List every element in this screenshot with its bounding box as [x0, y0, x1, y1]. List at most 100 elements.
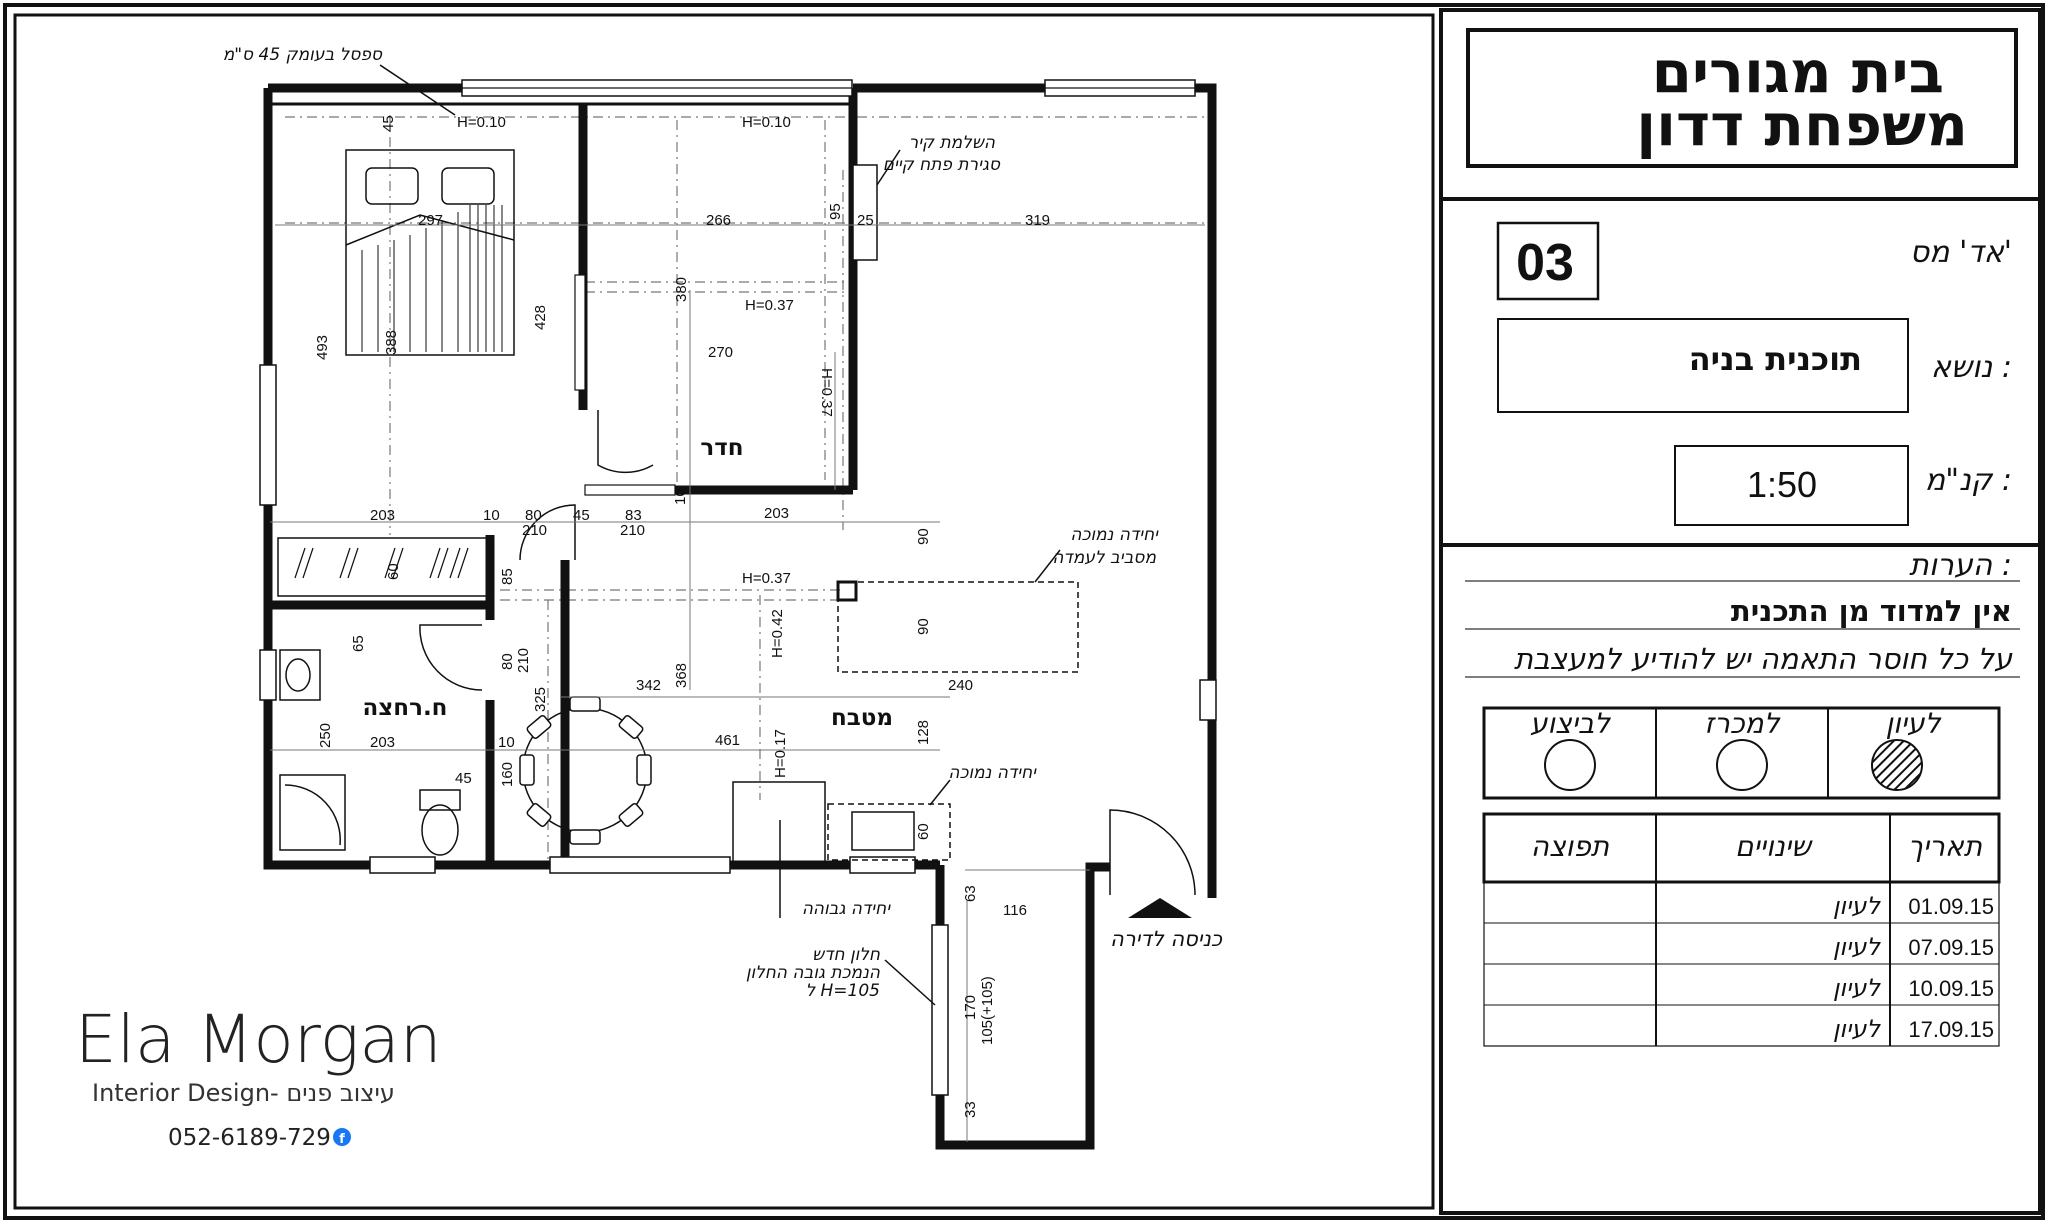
sheet-number-box [1496, 221, 1600, 301]
dimension-label: 270 [708, 344, 733, 361]
room-label-bathroom: ח.רחצה [362, 695, 447, 721]
bed [345, 149, 515, 356]
annotation-new-window-3: ל H=105 [805, 981, 880, 1001]
status-label-tender: למכרז [1704, 707, 1780, 740]
pillow [365, 167, 419, 205]
annotation-wall-completion-1: השלמת קיר [909, 133, 995, 153]
dimension-label: 388 [383, 330, 400, 355]
pillow [441, 167, 495, 205]
dimension-label: 319 [1025, 212, 1050, 229]
revision-change: לעיון [1833, 892, 1881, 920]
revisions-table: תאריך שינויים תפוצה 01.09.15 לעיון 07.09… [1482, 812, 2001, 1047]
window-kitchen [849, 856, 916, 874]
revision-change: לעיון [1833, 974, 1881, 1002]
window-bath-bottom [369, 856, 436, 874]
facebook-icon[interactable] [333, 1128, 351, 1146]
note-2: על כל חוסר התאמה יש להודיע למעצבת [1514, 642, 2013, 676]
status-execution-checkbox[interactable] [1544, 739, 1596, 791]
reference-lines [285, 115, 1205, 860]
dimension-label: 60 [385, 563, 402, 580]
logo-name: Ela Morgan [75, 1001, 442, 1078]
dimension-label: 63 [962, 885, 979, 902]
annotation-new-window-2: הנמכת גובה החלון [746, 963, 880, 983]
windows [259, 79, 1217, 1096]
toilet-tank [419, 789, 461, 811]
height-label: H=0.10 [742, 114, 791, 131]
status-table: לעיון למכרז לביצוע [1482, 706, 2001, 800]
annotations: ספסל בעומק 45 ס"מ השלמת קיר סגירת פתח קי… [223, 45, 1223, 1006]
dimension-label: 25 [857, 212, 874, 229]
height-labels: H=0.10 H=0.10 H=0.37 H=0.37 H=0.37 H=0.4… [457, 114, 835, 778]
dimension-lines [270, 224, 1205, 1142]
revision-date: 01.09.15 [1908, 894, 1994, 919]
title-block: בית מגורים משפחת דדון 03 אד' מס' תוכנית … [1465, 28, 2020, 1047]
height-label: H=0.37 [742, 570, 791, 587]
status-label-execution: לביצוע [1530, 707, 1611, 740]
dimension-label: 116 [1003, 902, 1027, 919]
dimension-label: 368 [673, 663, 690, 688]
dimension-label: 160 [499, 762, 516, 787]
dimension-label: 45 [455, 770, 472, 787]
dimension-label: 10 [498, 734, 515, 751]
annotation-new-window-1: חלון חדש [812, 945, 880, 965]
room-labels: חדר מטבח ח.רחצה [362, 435, 893, 731]
height-label: H=0.37 [818, 368, 835, 417]
height-label: H=0.10 [457, 114, 506, 131]
entrance-door-swing [1109, 809, 1196, 896]
facebook-icon-glyph: f [339, 1132, 345, 1147]
bedroom-door-swing [519, 504, 576, 561]
dimension-label: 10 [483, 507, 500, 524]
room-door-swing [597, 410, 654, 474]
furniture [277, 149, 1079, 863]
dimension-label: 83 [625, 507, 642, 524]
scale-box [1674, 445, 1909, 526]
revisions-header-changes: שינויים [1735, 830, 1813, 863]
dimension-label: 45 [380, 115, 397, 132]
annotation-low-unit-3: יחידה נמוכה [948, 763, 1037, 783]
kitchen-island [837, 581, 1079, 673]
revision-date: 10.09.15 [1908, 976, 1994, 1001]
entrance-arrow-icon [1128, 898, 1192, 918]
dimension-label: 170 [962, 995, 979, 1020]
annotation-tall-unit: יחידה גבוהה [802, 899, 891, 919]
dimension-label: 45 [573, 507, 590, 524]
scale-label: קנ"מ : [1925, 463, 2012, 498]
dimension-label: 33 [962, 1101, 979, 1118]
dimension-label: 203 [764, 505, 789, 522]
toilet [421, 804, 459, 856]
height-label: H=0.17 [772, 729, 789, 778]
dimension-label: 10 [672, 488, 689, 505]
annotation-low-unit-2: מסביב לעמדה [1052, 548, 1156, 568]
notes-label: הערות : [1909, 548, 2012, 583]
dimension-label: 240 [948, 677, 973, 694]
height-label: H=0.37 [745, 297, 794, 314]
dimension-label: 90 [915, 528, 932, 545]
revision-change: לעיון [1833, 1015, 1881, 1043]
revisions-header-date: תאריך [1908, 830, 1982, 863]
logo-phone: 052-6189-729 [168, 1125, 331, 1151]
dimension-label: 210 [522, 522, 547, 539]
status-tender-checkbox[interactable] [1716, 739, 1768, 791]
dimension-label: 342 [636, 677, 661, 694]
dimension-label: 203 [370, 507, 395, 524]
subject-label: נושא : [1931, 350, 2012, 385]
window-dining [549, 856, 731, 874]
bathroom-sink [279, 649, 321, 701]
designer-logo: Ela Morgan Interior Design- עיצוב פנים 0… [75, 1001, 442, 1151]
room-label-kitchen: מטבח [831, 705, 893, 731]
window-new [931, 924, 949, 1096]
dimension-label: 80 [499, 653, 516, 670]
dimension-label: 85 [499, 568, 516, 585]
kitchen-counter [827, 803, 951, 861]
status-label-review: לעיון [1886, 707, 1942, 740]
dimension-label: 60 [915, 823, 932, 840]
annotation-low-unit-1: יחידה נמוכה [1070, 525, 1159, 545]
dimension-label: 90 [915, 618, 932, 635]
status-review-checkbox[interactable] [1871, 739, 1923, 791]
room-label-room: חדר [700, 435, 743, 461]
dimension-label: 380 [673, 277, 690, 302]
dimension-numbers: 45 297 266 95 25 319 380 428 493 388 270… [314, 115, 1050, 1118]
logo-tagline: Interior Design- עיצוב פנים [92, 1079, 395, 1107]
